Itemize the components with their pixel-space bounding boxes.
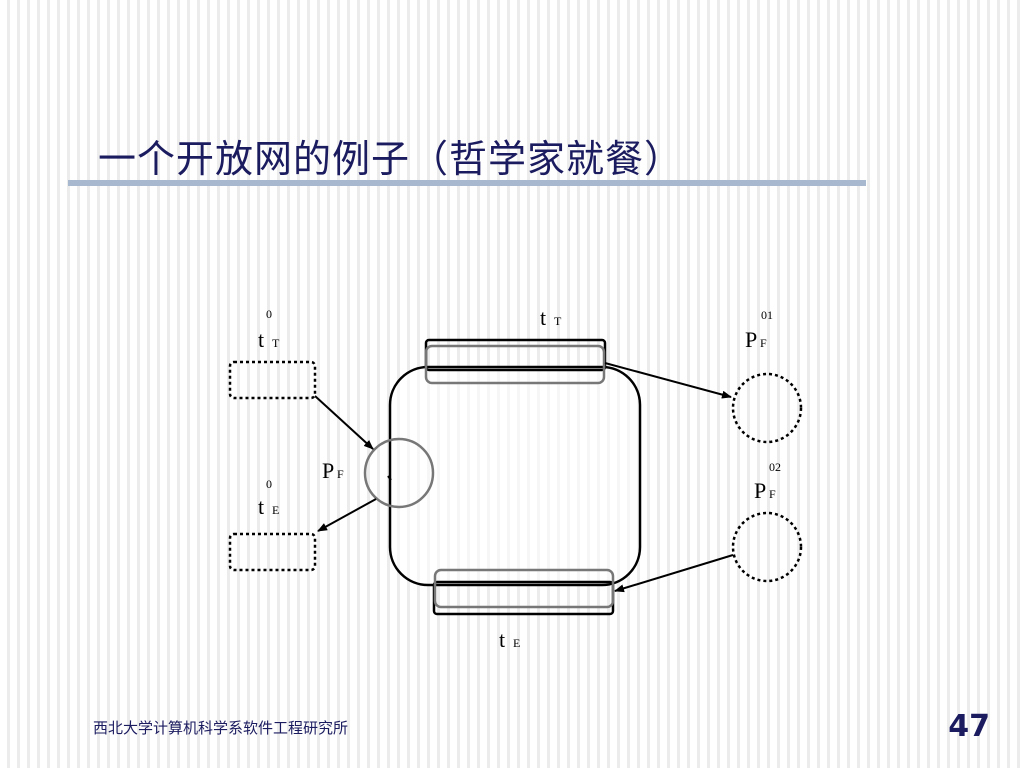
transition-tE-inner [433, 568, 615, 609]
slide-title: 一个开放网的例子（哲学家就餐） [98, 137, 684, 181]
svg-text:T: T [272, 336, 280, 350]
svg-text:P: P [745, 327, 757, 352]
interface-transition-tT0 [228, 360, 317, 400]
module-box [388, 365, 642, 587]
label-tE: t E [499, 627, 520, 652]
title-rule [68, 180, 866, 186]
label-tT0: 0 t T [258, 307, 280, 352]
svg-text:T: T [554, 314, 562, 328]
svg-text:t: t [258, 327, 264, 352]
svg-text:t: t [499, 627, 505, 652]
arc-tT-to-PF01 [604, 362, 732, 399]
interface-place-PF01 [731, 372, 803, 444]
svg-text:02: 02 [769, 460, 781, 474]
interface-place-PF02 [731, 511, 803, 583]
page-number: 47 [948, 709, 990, 744]
svg-text:t: t [258, 494, 264, 519]
svg-text:F: F [337, 467, 344, 481]
arc-tT0-to-PF [314, 395, 374, 450]
label-PF01: 01 P F [745, 308, 773, 352]
svg-text:P: P [754, 478, 766, 503]
svg-text:0: 0 [266, 477, 272, 491]
label-tE0: 0 t E [258, 477, 279, 519]
transition-tT-inner [424, 344, 606, 385]
arc-PF-to-tE0 [317, 498, 377, 532]
label-tT: t T [540, 305, 562, 330]
svg-text:E: E [513, 636, 520, 650]
label-PF: P F [322, 458, 344, 483]
svg-text:F: F [769, 487, 776, 501]
footer-organization: 西北大学计算机科学系软件工程研究所 [93, 719, 349, 737]
svg-text:E: E [272, 503, 279, 517]
transition-tT-outer [424, 338, 607, 372]
label-PF02: 02 P F [754, 460, 781, 503]
svg-text:t: t [540, 305, 546, 330]
svg-text:0: 0 [266, 307, 272, 321]
transition-tE-outer [432, 580, 615, 616]
place-PF-tick [387, 475, 392, 481]
svg-text:F: F [760, 336, 767, 350]
arc-PF02-to-tE [614, 554, 734, 593]
svg-text:01: 01 [761, 308, 773, 322]
svg-text:P: P [322, 458, 334, 483]
place-PF [363, 437, 435, 509]
interface-transition-tE0 [228, 532, 317, 572]
